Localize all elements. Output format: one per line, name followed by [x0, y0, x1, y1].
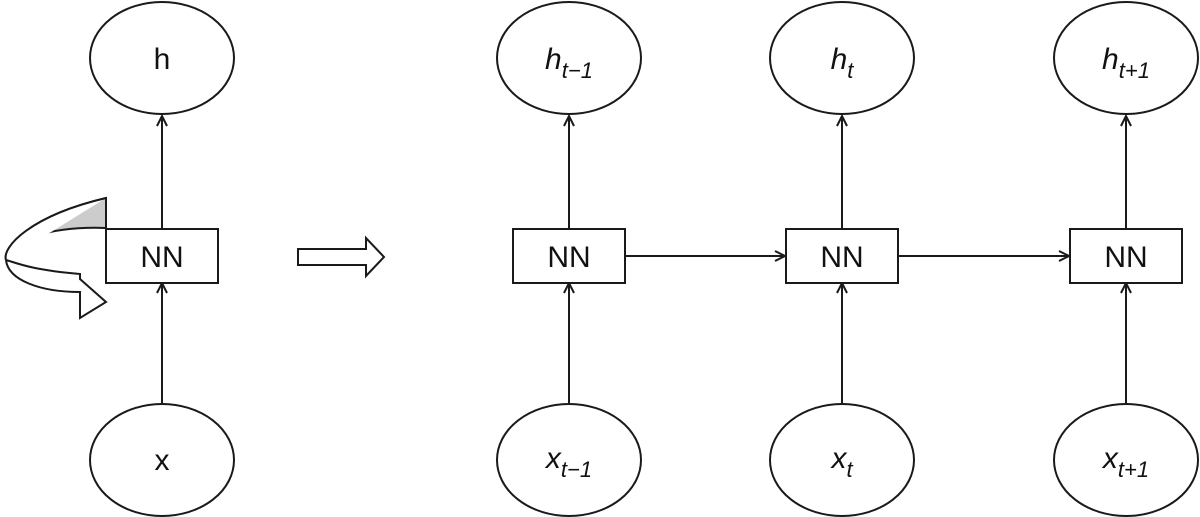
folded-input-node: x [89, 403, 235, 517]
input-label-t: xt [829, 442, 853, 482]
output-label-t-minus-1: ht−1 [545, 43, 593, 83]
output-label-t-plus-1: ht+1 [1102, 43, 1150, 83]
input-node-t: xt [769, 403, 915, 517]
unfold-arrow [297, 235, 386, 279]
input-node-t-minus-1: xt−1 [496, 403, 642, 517]
nn-box-t-plus-1: NN [1069, 228, 1183, 284]
input-label-t-minus-1: xt−1 [544, 442, 592, 482]
nn-label-t: NN [820, 241, 863, 274]
time-step-t: ht NN xt [769, 1, 915, 517]
input-label-t-plus-1: xt+1 [1101, 442, 1149, 482]
recurrent-loop-arrow [4, 196, 108, 320]
time-step-t-minus-1: ht−1 NN xt−1 [496, 1, 642, 517]
folded-output-label: h [154, 43, 171, 76]
output-node-t-minus-1: ht−1 [496, 1, 642, 115]
folded-input-label: x [155, 444, 170, 477]
input-node-t-plus-1: xt+1 [1053, 403, 1199, 517]
nn-box-t-minus-1: NN [512, 228, 626, 284]
unfolded-rnn: ht−1 NN xt−1 ht [496, 1, 1199, 517]
nn-label-t-minus-1: NN [547, 241, 590, 274]
nn-box-t: NN [785, 228, 899, 284]
output-label-t: ht [831, 43, 855, 83]
folded-nn-box: NN [105, 228, 219, 284]
time-step-t-plus-1: ht+1 NN xt+1 [1053, 1, 1199, 517]
output-node-t: ht [769, 1, 915, 115]
output-node-t-plus-1: ht+1 [1053, 1, 1199, 115]
folded-output-node: h [89, 1, 235, 115]
nn-label-t-plus-1: NN [1104, 241, 1147, 274]
folded-nn-label: NN [140, 241, 183, 274]
folded-rnn: h NN x [4, 1, 235, 517]
